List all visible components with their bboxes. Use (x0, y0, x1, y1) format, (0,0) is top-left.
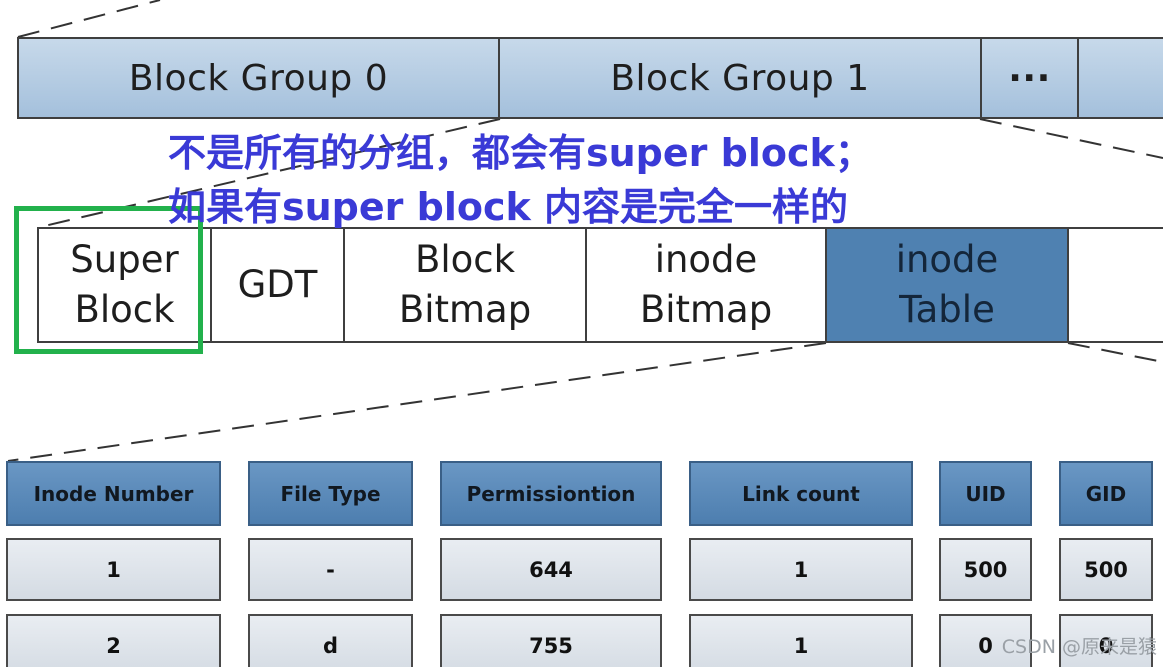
block-bitmap-cell: Block Bitmap (343, 227, 587, 343)
header-uid: UID (939, 461, 1032, 526)
header-inode-number: Inode Number (6, 461, 221, 526)
ellipsis-label: ··· (1008, 57, 1051, 99)
header-link-count: Link count (689, 461, 913, 526)
gdt-label: GDT (237, 263, 318, 306)
dashed-line-top-left (17, 0, 161, 38)
super-block-highlight (14, 206, 203, 354)
inode-bitmap-cell: inode Bitmap (585, 227, 827, 343)
annotation-line-1: 不是所有的分组，都会有super block； (168, 131, 873, 175)
block-group-0-label: Block Group 0 (128, 57, 389, 99)
dashed-line-group-right (979, 118, 1163, 159)
inode-bitmap-line1: inode (654, 238, 758, 281)
csdn-watermark: CSDN @原来是猿 (1001, 636, 1157, 658)
super-block-line1: Super (70, 238, 179, 281)
header-link-count-label: Link count (742, 481, 860, 506)
inode-bitmap-line2: Bitmap (639, 288, 773, 331)
cell-value: 0 (978, 633, 993, 658)
cell-value: 2 (106, 633, 121, 658)
table-cell: 1 (6, 538, 221, 601)
table-cell: 1 (689, 614, 913, 667)
table-cell: 1 (689, 538, 913, 601)
table-cell: 500 (1059, 538, 1153, 601)
inode-table-line1: inode (895, 238, 999, 281)
block-group-1-label: Block Group 1 (610, 57, 870, 99)
gdt-cell: GDT (210, 227, 345, 343)
header-file-type: File Type (248, 461, 413, 526)
header-file-type-label: File Type (280, 481, 381, 506)
table-cell: 644 (440, 538, 662, 601)
block-group-ellipsis: ··· (980, 37, 1079, 119)
header-gid-label: GID (1085, 481, 1127, 506)
table-cell: d (248, 614, 413, 667)
cell-value: - (326, 557, 335, 582)
header-uid-label: UID (965, 481, 1006, 506)
table-cell: 500 (939, 538, 1032, 601)
header-gid: GID (1059, 461, 1153, 526)
super-block-cell: Super Block (37, 227, 212, 343)
annotation-line-2: 如果有super block 内容是完全一样的 (168, 185, 848, 229)
table-cell: 0 (939, 614, 1032, 667)
cell-value: 1 (793, 557, 809, 582)
dashed-line-table-right (1067, 342, 1163, 363)
cell-value: 1 (106, 557, 121, 582)
header-inode-number-label: Inode Number (33, 481, 194, 506)
cell-value: 644 (529, 557, 573, 582)
inode-table-cell: inode Table (825, 227, 1069, 343)
super-block-line2: Block (74, 288, 175, 331)
cell-value: 500 (1084, 557, 1128, 582)
table-cell: 0 (1059, 614, 1153, 667)
block-group-0: Block Group 0 (17, 37, 500, 119)
cell-value: d (322, 633, 339, 658)
table-cell: 755 (440, 614, 662, 667)
cell-value: 755 (529, 633, 573, 658)
header-permission: Permissiontion (440, 461, 662, 526)
cell-value: 0 (1098, 633, 1114, 658)
data-blocks-cell (1067, 227, 1163, 343)
dashed-line-table-left (7, 342, 827, 462)
table-cell: 2 (6, 614, 221, 667)
block-bitmap-line1: Block (414, 238, 516, 281)
cell-value: 500 (963, 557, 1008, 582)
block-group-next (1077, 37, 1163, 119)
table-cell: - (248, 538, 413, 601)
block-group-1: Block Group 1 (498, 37, 982, 119)
inode-table-line2: Table (899, 288, 995, 331)
cell-value: 1 (793, 633, 809, 658)
header-permission-label: Permissiontion (466, 481, 636, 506)
block-bitmap-line2: Bitmap (398, 288, 532, 331)
